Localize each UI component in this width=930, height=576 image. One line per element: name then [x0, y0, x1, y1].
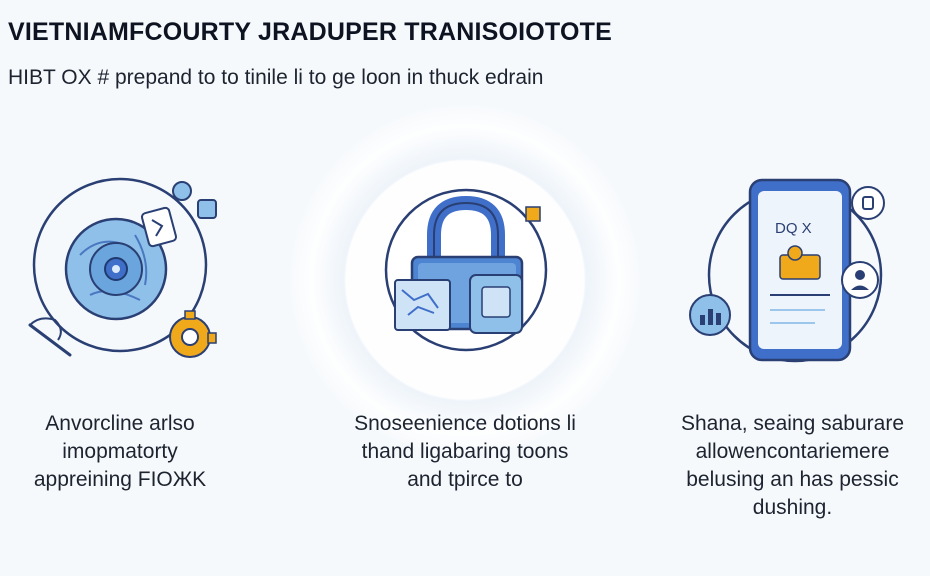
caption-line: imopmatorty	[62, 440, 178, 463]
phone-screen-label: DQ X	[775, 220, 812, 237]
page-title: VIETNIAMFCOURTY JRADUPER TRANISOIOTOTE	[8, 18, 612, 46]
caption-line: Snoseenience dotions li	[354, 412, 576, 435]
caption-panel-2: Snoseenience dotions li thand ligabaring…	[335, 410, 595, 494]
caption-panel-3: Shana, seaing saburare allowencontarieme…	[665, 410, 920, 522]
caption-line: allowencontariemere	[695, 440, 890, 463]
caption-panel-1: Anvorcline arlso imopmatorty appreining …	[20, 410, 220, 494]
caption-line: belusing an has pessic	[686, 468, 899, 491]
padlock-icon	[384, 188, 548, 352]
caption-line: Anvorcline arlso	[45, 412, 195, 435]
eye-shield-icon	[28, 177, 217, 358]
caption-line: Shana, seaing saburare	[681, 412, 904, 435]
caption-line: thand ligabaring toons	[361, 440, 569, 463]
caption-line: appreining FIOЖK	[33, 468, 207, 491]
caption-line: dushing.	[752, 496, 833, 519]
page-subtitle: HIBT OX # prepand to to tinile li to ge …	[8, 66, 544, 89]
caption-line: and tpirce to	[407, 468, 523, 491]
smartphone-icon: DQ X	[689, 178, 885, 363]
